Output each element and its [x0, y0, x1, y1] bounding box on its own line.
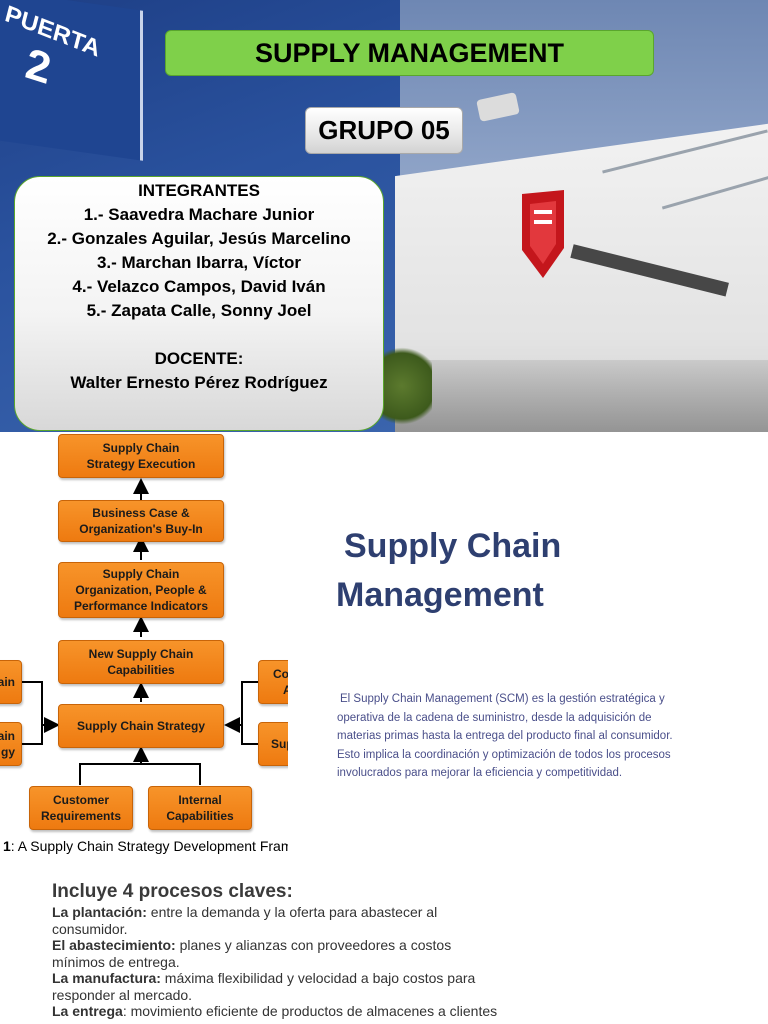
- members-heading: INTEGRANTES: [138, 181, 260, 200]
- scm-paragraph: El Supply Chain Management (SCM) es la g…: [337, 690, 707, 783]
- process-item-cont: mínimos de entrega.: [52, 953, 180, 970]
- paragraph-line: involucrados para mejorar la eficiencia …: [337, 767, 623, 779]
- member-item: 1.- Saavedra Machare Junior: [83, 205, 315, 224]
- teacher-name: Walter Ernesto Pérez Rodríguez: [70, 373, 328, 392]
- figure-caption: 1: A Supply Chain Strategy Development F…: [3, 838, 288, 854]
- paragraph-line: materias primas hasta la entrega del pro…: [337, 730, 673, 742]
- lamp: [476, 92, 520, 122]
- paragraph-line: Esto implica la coordinación y optimizac…: [337, 748, 671, 761]
- group-label: GRUPO 05: [305, 107, 463, 154]
- member-item: 5.- Zapata Calle, Sonny Joel: [86, 301, 312, 320]
- processes-heading: Incluye 4 procesos claves:: [52, 881, 293, 902]
- scm-heading-line: Management: [336, 576, 544, 614]
- building-shadow: [395, 360, 768, 432]
- box-business-case: Business Case &Organization's Buy-In: [58, 500, 224, 542]
- key-processes: Incluye 4 procesos claves: La plantación…: [52, 880, 612, 1020]
- scm-heading-line: Supply Chain: [344, 527, 562, 565]
- university-logo-icon: [522, 190, 564, 278]
- process-item: La entrega: movimiento eficiente de prod…: [52, 1003, 498, 1019]
- process-item: El abastecimiento: planes y alianzas con…: [52, 937, 452, 953]
- process-item: La plantación: entre la demanda y la ofe…: [52, 904, 438, 920]
- scm-heading: Supply Chain Management: [336, 522, 636, 620]
- process-item: La manufactura: máxima flexibilidad y ve…: [52, 970, 476, 986]
- sign-number: 2: [22, 39, 55, 94]
- member-item: 4.- Velazco Campos, David Iván: [72, 277, 326, 296]
- flowchart-connectors: [22, 478, 262, 785]
- door-sign: PUERTA 2: [0, 0, 143, 161]
- page-title: SUPPLY MANAGEMENT: [165, 30, 654, 76]
- paragraph-line: El Supply Chain Management (SCM) es la g…: [340, 693, 665, 705]
- box-supply-chain-strategy: Supply Chain Strategy: [58, 704, 224, 748]
- process-item-cont: consumidor.: [52, 920, 128, 937]
- box-left-top: ain: [0, 660, 22, 704]
- teacher-label: DOCENTE:: [154, 349, 244, 368]
- process-item-cont: responder al mercado.: [52, 986, 193, 1003]
- paragraph-line: operativa de la cadena de suministro, de…: [337, 711, 652, 724]
- campus-photo: PUERTA 2 SUPPLY MANAGEMENT GRUPO 05 INTE…: [0, 0, 768, 432]
- member-item: 2.- Gonzales Aguilar, Jesús Marcelino: [47, 229, 351, 248]
- members-panel: INTEGRANTES 1.- Saavedra Machare Junior …: [14, 176, 384, 431]
- box-right-bottom: Sup: [258, 722, 288, 766]
- member-item: 3.- Marchan Ibarra, Víctor: [96, 253, 302, 272]
- spacer: [15, 323, 383, 347]
